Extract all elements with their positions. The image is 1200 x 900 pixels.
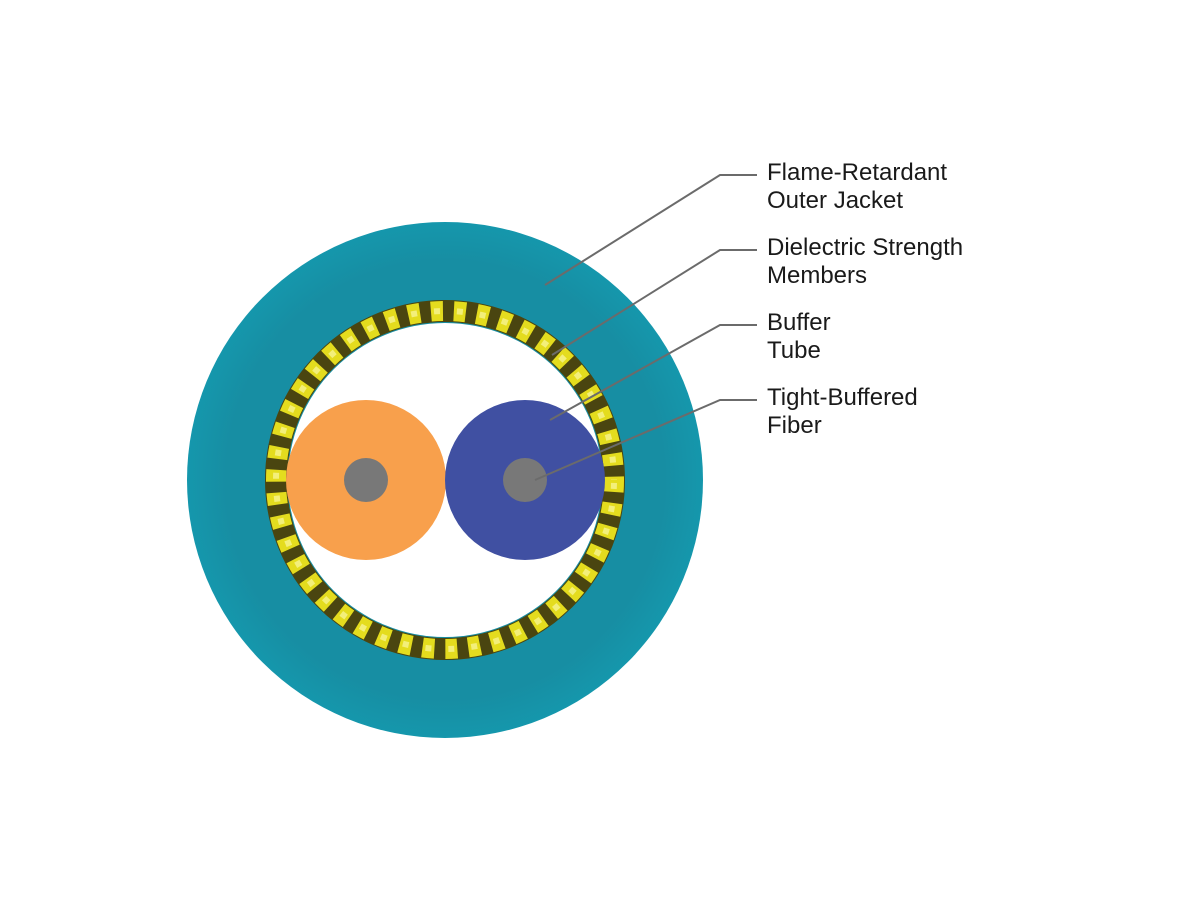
label-outer-jacket-line2: Outer Jacket: [767, 187, 903, 214]
label-tight-buffered-fiber: Tight-Buffered Fiber: [767, 384, 918, 439]
label-strength-members-line1: Dielectric Strength: [767, 234, 963, 261]
leader-line-outer-jacket: [544, 174, 757, 286]
label-tight-buffered-fiber-line2: Fiber: [767, 412, 822, 439]
strength-members-ring: [265, 300, 625, 660]
fiber-right-core: [503, 458, 547, 502]
label-buffer-tube-line1: Buffer: [767, 309, 831, 336]
strength-ring-highlight: [273, 308, 617, 652]
label-strength-members-line2: Members: [767, 262, 867, 289]
leader-line-buffer-tube: [549, 324, 757, 421]
leader-line-tight-buffered-fiber: [534, 399, 757, 481]
label-tight-buffered-fiber-line1: Tight-Buffered: [767, 384, 918, 411]
label-outer-jacket-line1: Flame-Retardant: [767, 159, 947, 186]
fiber-left-core: [344, 458, 388, 502]
label-outer-jacket: Flame-Retardant Outer Jacket: [767, 159, 947, 214]
leader-line-strength-members: [551, 249, 757, 356]
label-buffer-tube-line2: Tube: [767, 337, 821, 364]
label-buffer-tube: Buffer Tube: [767, 309, 831, 364]
label-strength-members: Dielectric Strength Members: [767, 234, 963, 289]
